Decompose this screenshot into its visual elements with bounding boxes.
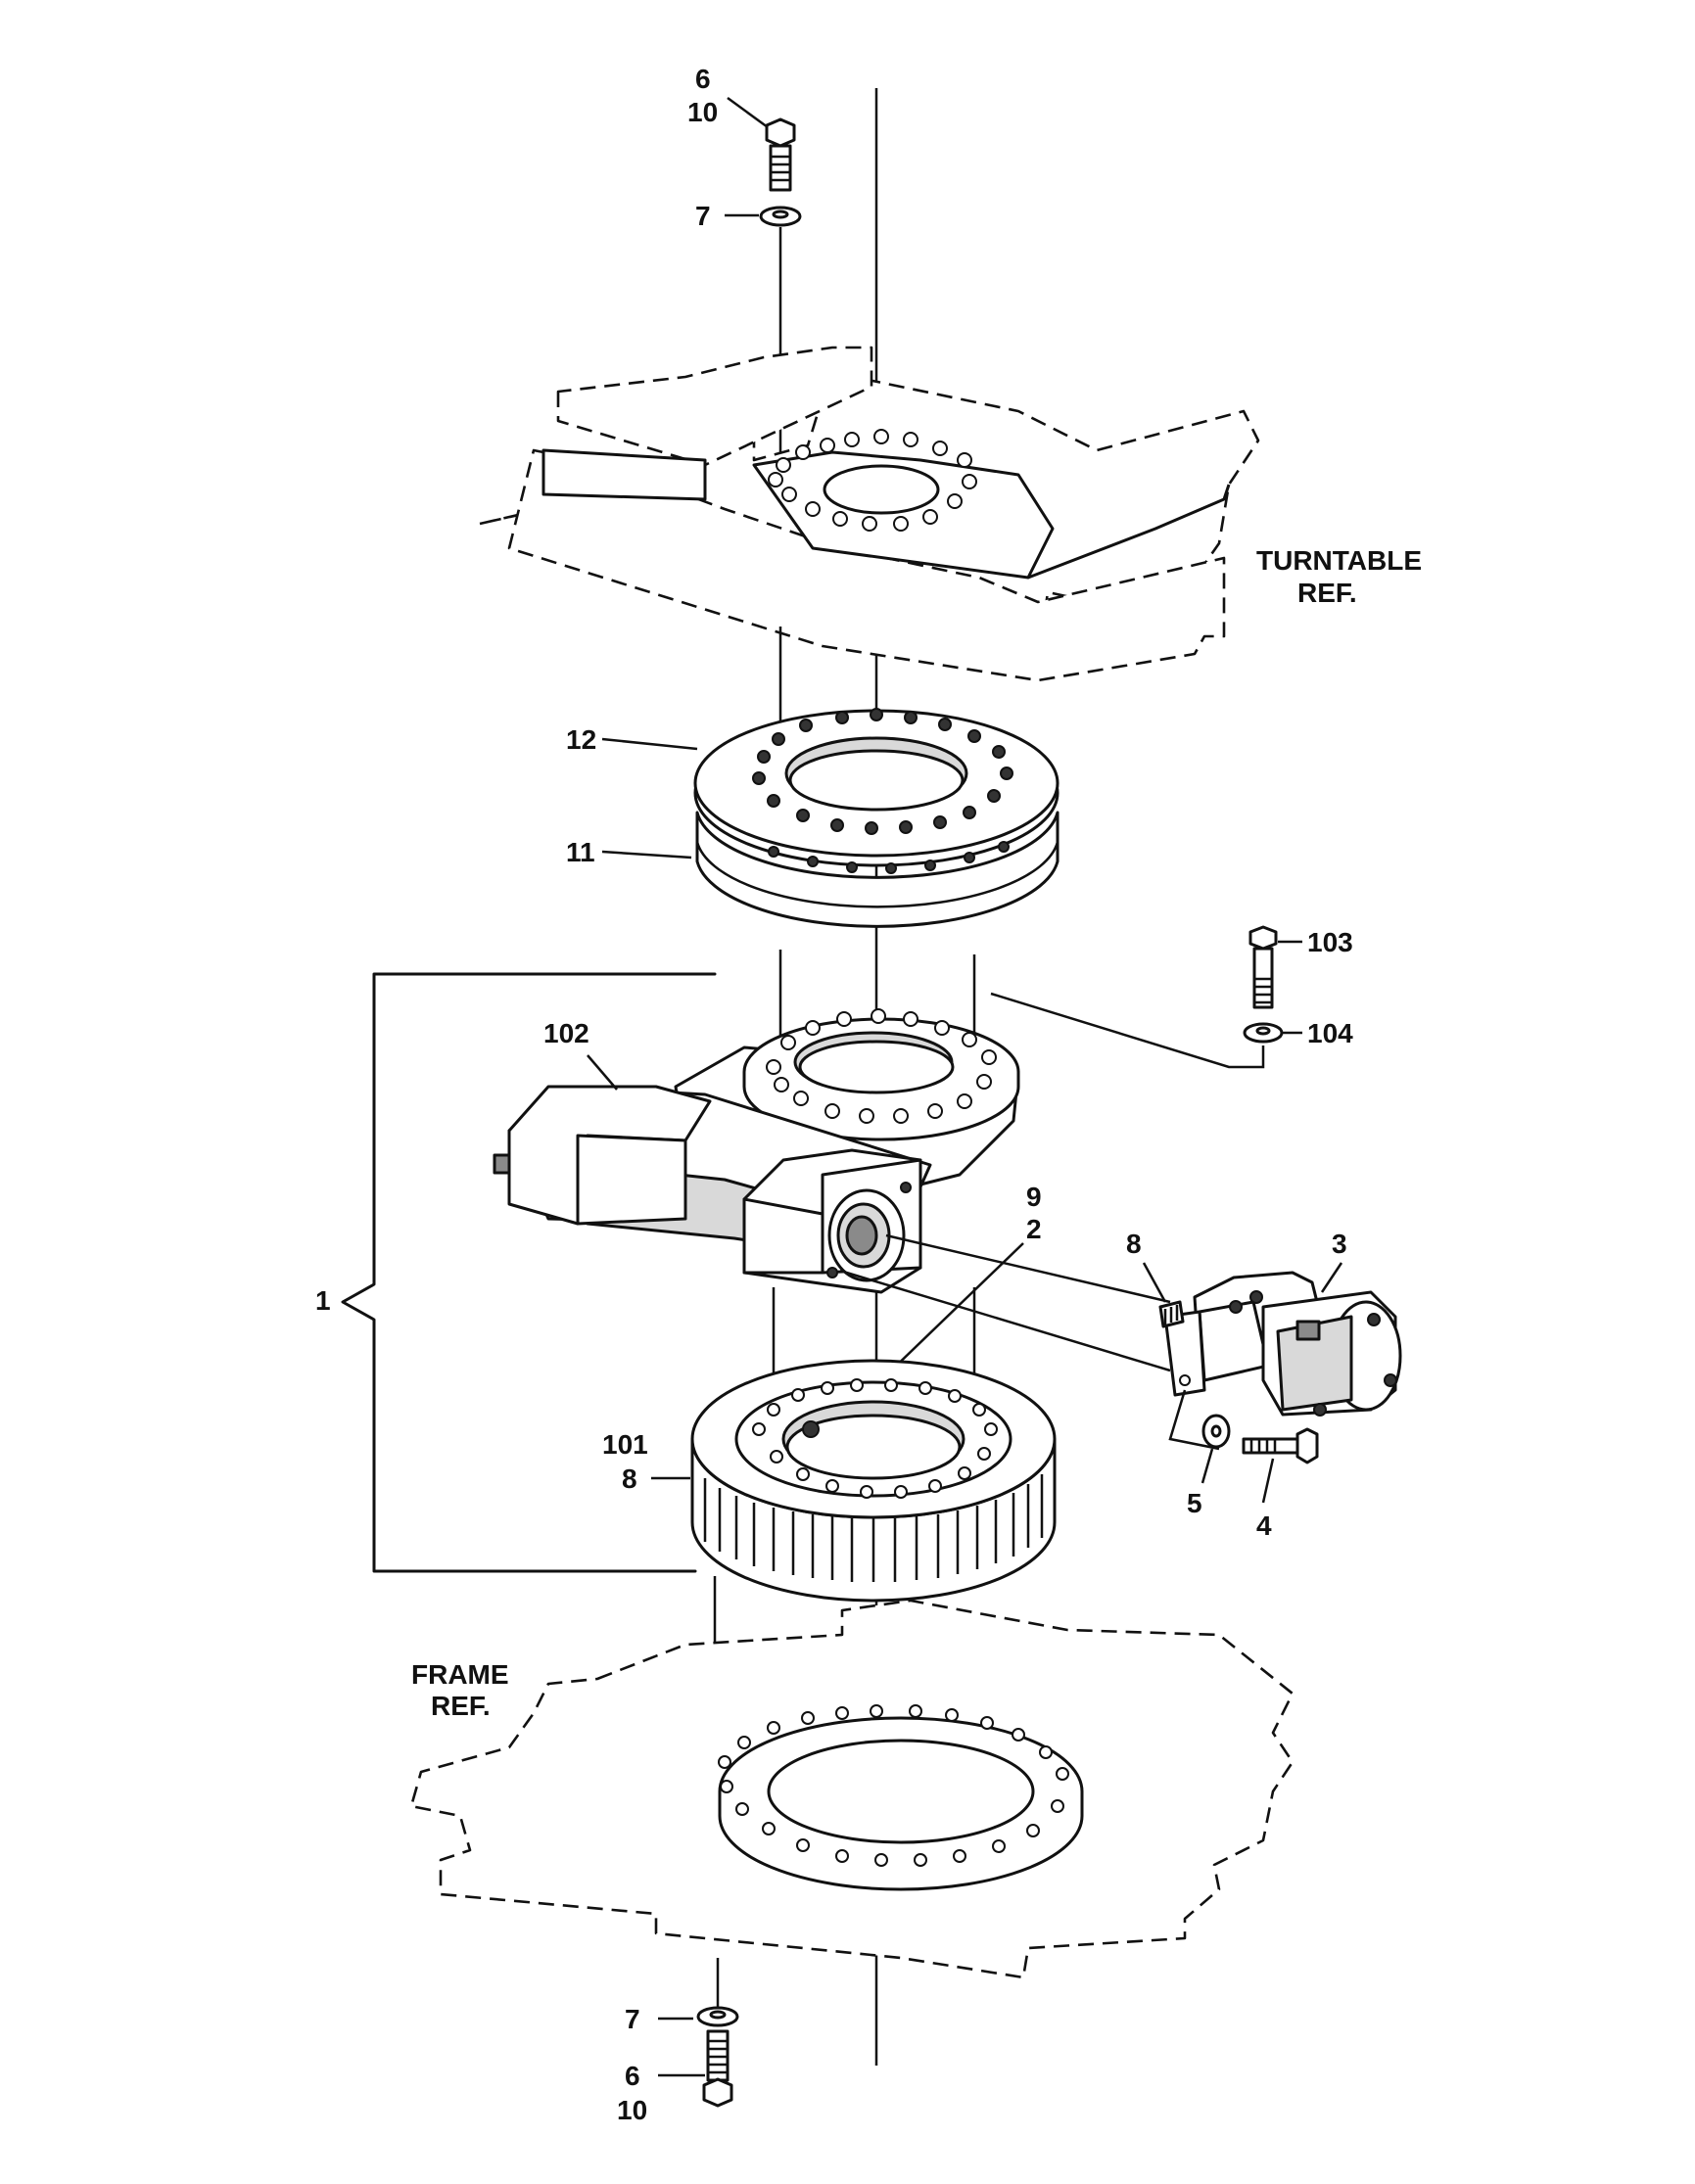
callout-10-top: 10 [687, 97, 718, 127]
callout-leader-102 [587, 1054, 618, 1091]
part-102-drive-housing [493, 1008, 1020, 1294]
callout-8-gear: 8 [622, 1464, 637, 1494]
bottom-bolt [702, 2029, 733, 2108]
callout-leader-8-motor [1142, 1262, 1167, 1303]
callout-9: 9 [1026, 1182, 1042, 1212]
callout-103: 103 [1307, 927, 1353, 957]
bolt-103-routing-line [990, 992, 1265, 1069]
frame-label-line2: REF. [431, 1691, 491, 1721]
top-washer [759, 206, 802, 227]
motor-mount-line [1168, 1389, 1220, 1451]
part-101-ring-gear [690, 1359, 1057, 1603]
callout-11: 11 [566, 837, 595, 867]
assembly-1-bracket [341, 972, 717, 1573]
callout-102: 102 [543, 1018, 589, 1048]
callout-leader-3 [1320, 1262, 1343, 1293]
callout-101: 101 [602, 1429, 648, 1460]
callout-12: 12 [566, 724, 596, 755]
callout-leader-4 [1261, 1458, 1275, 1504]
callout-5: 5 [1187, 1488, 1202, 1518]
part-3-hydraulic-motor [1158, 1271, 1402, 1417]
motor-shaft-line-upper [885, 1233, 1171, 1304]
part-104-washer [1243, 1022, 1284, 1044]
callout-10-bottom: 10 [617, 2095, 647, 2125]
part-4-bolt [1242, 1427, 1319, 1464]
callout-6-top: 6 [695, 64, 711, 94]
part-5-washer [1201, 1414, 1231, 1449]
gear-teeth [703, 1474, 1044, 1582]
callout-8-motor: 8 [1126, 1229, 1142, 1259]
callout-6-bottom: 6 [625, 2061, 640, 2091]
turntable-label-line2: REF. [1297, 578, 1357, 608]
pinion-line [885, 1242, 1024, 1376]
turntable-label-line1: TURNTABLE [1256, 545, 1422, 576]
part-103-bolt [1248, 925, 1278, 1009]
callout-1: 1 [315, 1285, 331, 1316]
bottom-washer [696, 2006, 739, 2027]
top-bolt [765, 117, 796, 192]
frame-reference [409, 1599, 1295, 1979]
callout-leader-11 [601, 850, 692, 860]
turntable-reference [478, 346, 1260, 682]
callout-leader-12 [601, 737, 698, 751]
frame-label-line1: FRAME [411, 1659, 509, 1690]
callout-3: 3 [1332, 1229, 1347, 1259]
callout-104: 104 [1307, 1018, 1353, 1048]
part-12-bearing-plate [693, 708, 1059, 867]
callout-4: 4 [1256, 1510, 1272, 1541]
turntable-bolt-holes [768, 429, 977, 532]
callout-leader-top-bolt [727, 96, 769, 129]
callout-7-bottom: 7 [625, 2004, 640, 2034]
motor-shaft-line-lower [839, 1269, 1171, 1372]
callout-leader-5 [1201, 1448, 1214, 1484]
part-11-swing-bearing [695, 811, 1059, 928]
callout-7-top: 7 [695, 201, 711, 231]
callout-2: 2 [1026, 1214, 1042, 1244]
